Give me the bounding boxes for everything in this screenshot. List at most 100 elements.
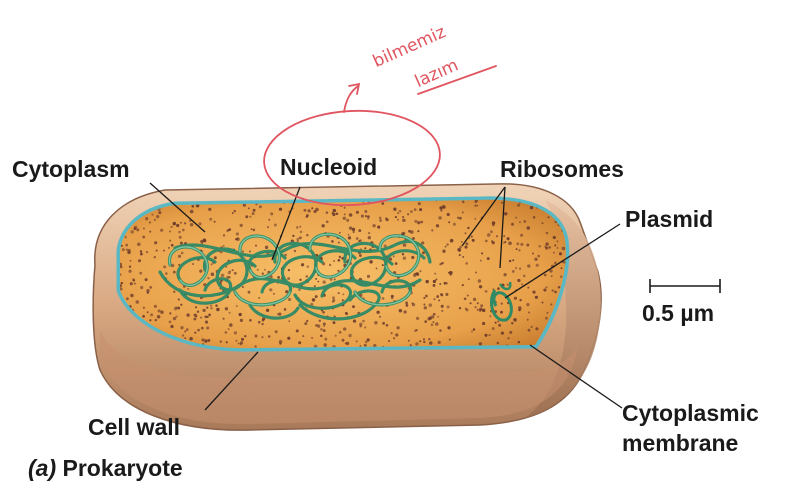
ribosome-dot [402,216,404,218]
ribosome-dot [550,303,552,305]
ribosome-dot [405,302,408,305]
ribosome-dot [470,302,472,304]
ribosome-dot [197,310,199,312]
ribosome-dot [249,216,251,218]
ribosome-dot [324,343,327,346]
ribosome-dot [511,223,514,226]
ribosome-dot [516,248,518,250]
ribosome-dot [253,209,256,212]
ribosome-dot [269,288,272,291]
ribosome-dot [229,312,231,314]
ribosome-dot [273,293,275,295]
ribosome-dot [416,273,419,276]
ribosome-dot [364,326,366,328]
ribosome-dot [547,312,549,314]
ribosome-dot [234,272,237,275]
ribosome-dot [306,216,308,218]
ribosome-dot [308,209,311,212]
ribosome-dot [126,297,129,300]
ribosome-dot [448,221,450,223]
ribosome-dot [365,341,368,344]
ribosome-dot [169,230,171,232]
ribosome-dot [257,269,259,271]
ribosome-dot [457,217,459,219]
ribosome-dot [261,323,263,325]
ribosome-dot [258,321,261,324]
ribosome-dot [449,271,451,273]
ribosome-dot [120,288,123,291]
cytoplasmic-membrane-label-line2: membrane [622,432,738,455]
ribosome-dot [416,317,419,320]
ribosome-dot [417,230,419,232]
ribosome-dot [177,307,180,310]
ribosome-dot [423,338,425,340]
ribosome-dot [504,212,508,216]
ribosome-dot [130,282,133,285]
ribosome-dot [446,243,448,245]
ribosome-dot [149,319,151,321]
ribosome-dot [381,202,384,205]
ribosome-dot [343,327,346,330]
ribosome-dot [501,303,503,305]
ribosome-dot [425,295,428,298]
ribosome-dot [143,307,145,309]
ribosome-dot [395,262,398,265]
ribosome-dot [464,246,467,249]
ribosome-dot [414,220,417,223]
ribosome-dot [441,305,444,308]
cytoplasmic-membrane-label-line1: Cytoplasmic [622,402,759,425]
ribosome-dot [238,342,240,344]
ribosome-dot [288,298,291,301]
ribosome-dot [342,339,345,342]
ribosome-dot [128,270,131,273]
ribosome-dot [261,336,263,338]
ribosome-dot [244,335,246,337]
ribosome-dot [414,330,416,332]
ribosome-dot [440,293,443,296]
ribosome-dot [307,265,310,268]
ribosome-dot [156,250,158,252]
ribosome-dot [465,307,467,309]
ribosome-dot [382,264,384,266]
ribosome-dot [206,307,208,309]
ribosome-dot [485,240,488,243]
ribosome-dot [367,338,370,341]
ribosome-dot [178,255,181,258]
ribosome-dot [479,308,482,311]
ribosome-dot [311,207,313,209]
ribosome-dot [533,216,535,218]
ribosome-dot [228,276,230,278]
ribosome-dot [275,330,278,333]
ribosome-dot [508,242,512,246]
ribosome-dot [368,236,371,239]
ribosome-dot [531,326,533,328]
ribosome-dot [266,309,269,312]
ribosome-dot [377,226,380,229]
ribosome-dot [258,297,260,299]
ribosome-dot [180,326,183,329]
ribosome-dot [408,340,410,342]
ribosome-dot [358,240,360,242]
ribosome-dot [274,224,277,227]
scale-bar [650,279,720,293]
ribosome-dot [480,304,483,307]
ribosome-dot [173,317,176,320]
ribosome-dot [471,331,473,333]
ribosome-dot [459,254,461,256]
ribosome-dot [216,308,219,311]
ribosome-dot [395,216,397,218]
ribosome-dot [465,242,468,245]
ribosome-dot [149,231,151,233]
ribosome-dot [352,305,355,308]
ribosome-dot [262,273,264,275]
ribosome-dot [447,305,450,308]
ribosome-dot [187,288,189,290]
ribosome-dot [201,327,204,330]
ribosome-dot [545,317,548,320]
ribosome-dot [432,321,434,323]
ribosome-dot [186,328,189,331]
ribosome-dot [352,228,356,232]
ribosome-dot [197,329,200,332]
ribosome-dot [268,335,270,337]
ribosome-dot [332,301,334,303]
